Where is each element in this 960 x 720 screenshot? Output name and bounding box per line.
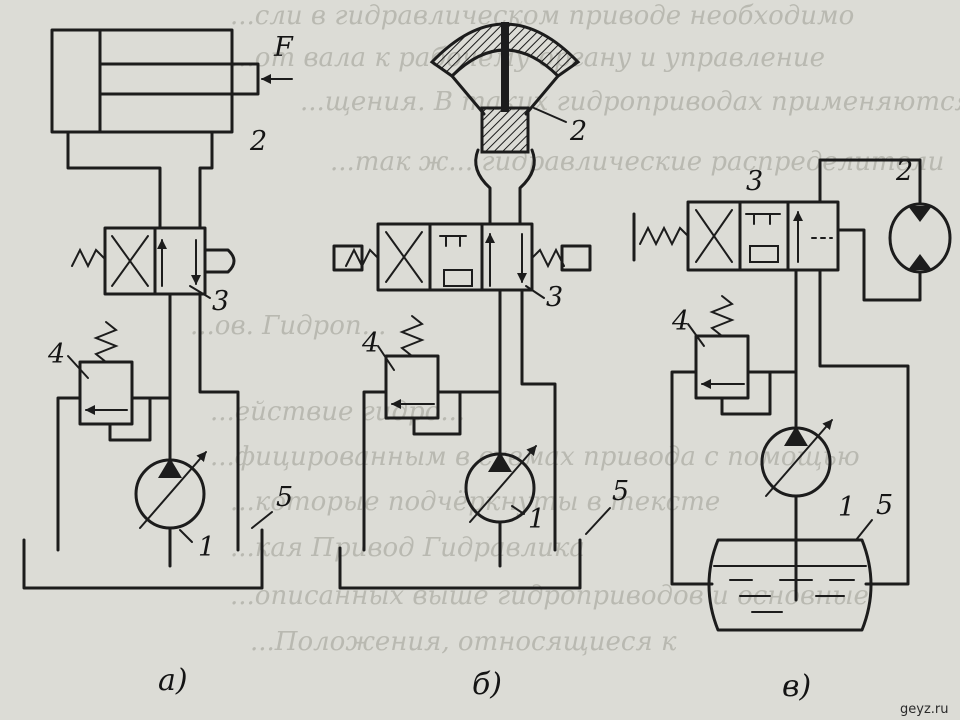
relief-pilot xyxy=(412,390,462,436)
pump-variable-arrow xyxy=(469,445,537,523)
relief-drain xyxy=(362,390,388,552)
scheme-c: 3 2 4 1 5 xyxy=(632,156,952,704)
bg-line: ...ействие гидро... xyxy=(210,397,465,427)
scheme-b: 2 3 4 xyxy=(332,22,629,702)
label-5: 5 xyxy=(612,476,629,507)
leader-1 xyxy=(179,529,193,543)
actuator-hub xyxy=(480,106,530,154)
valve-spring xyxy=(71,247,105,269)
bg-line: ...так ж... гидравлические распределител… xyxy=(330,147,944,177)
cylinder-rod xyxy=(98,62,260,96)
force-label: F xyxy=(273,32,294,63)
valve-block-bottom xyxy=(749,245,779,263)
valve-cross-2 xyxy=(695,209,733,263)
label-2: 2 xyxy=(569,116,587,147)
label-3: 3 xyxy=(546,282,563,313)
label-3: 3 xyxy=(212,286,229,317)
relief-drain xyxy=(670,370,714,586)
relief-drain xyxy=(56,396,82,552)
label-4: 4 xyxy=(47,339,65,370)
leader-5 xyxy=(585,507,611,535)
label-2: 2 xyxy=(895,156,913,187)
watermark: geyz.ru xyxy=(900,702,948,717)
label-5: 5 xyxy=(276,482,293,513)
bg-line: ...описанных выше гидроприводов и основн… xyxy=(230,581,869,611)
bg-line: ...сли в гидравлическом приводе необходи… xyxy=(230,1,854,31)
label-5: 5 xyxy=(876,490,893,521)
leader-5 xyxy=(251,511,273,529)
leader-1 xyxy=(511,505,525,515)
leader-4 xyxy=(687,323,705,347)
pump-variable-arrow xyxy=(139,451,207,529)
pump-triangle xyxy=(784,426,808,446)
motor-triangle-top xyxy=(908,206,932,222)
pipe-return xyxy=(818,268,910,586)
pipe-return xyxy=(198,292,240,552)
scheme-a: F 2 3 4 1 5 xyxy=(22,28,294,698)
valve-actuator xyxy=(203,248,236,274)
pipe-return xyxy=(520,288,557,552)
valve-spring xyxy=(639,225,689,247)
label-4: 4 xyxy=(671,306,689,337)
relief-pilot xyxy=(720,370,772,416)
leader-4 xyxy=(67,355,89,379)
closed-tank xyxy=(707,538,873,632)
pipe-cylinder-port-right xyxy=(198,130,214,230)
actuator-wall-left xyxy=(450,74,486,116)
pipe-motor-top xyxy=(818,158,922,206)
tank xyxy=(22,528,264,590)
relief-pilot xyxy=(108,396,152,442)
hydraulic-cylinder xyxy=(50,28,234,134)
directional-valve xyxy=(376,222,534,292)
caption-a: а) xyxy=(158,663,188,698)
motor-triangle-bottom xyxy=(908,254,932,270)
bg-line: ...ов. Гидроп... xyxy=(190,311,386,341)
caption-b: б) xyxy=(472,667,502,702)
relief-valve xyxy=(78,360,134,426)
relief-spring xyxy=(709,295,735,337)
relief-spring xyxy=(93,321,119,363)
label-1: 1 xyxy=(198,532,215,563)
bg-line: ...Положения, относящиеся к xyxy=(250,627,677,657)
label-1: 1 xyxy=(838,492,855,523)
leader-2 xyxy=(533,107,567,123)
valve-cross-2 xyxy=(111,235,149,287)
leader-4 xyxy=(377,345,395,371)
leader-3 xyxy=(189,285,211,299)
leader-3 xyxy=(525,285,545,299)
valve-block-bottom xyxy=(443,269,473,287)
pipe-cylinder-port-left xyxy=(66,130,162,230)
label-2: 2 xyxy=(249,126,267,157)
relief-spring xyxy=(399,315,425,357)
pump-variable-arrow xyxy=(765,419,833,497)
tank xyxy=(338,538,582,590)
bg-line: ...кая Привод Гидравлика xyxy=(230,533,585,563)
label-1: 1 xyxy=(528,504,545,535)
pipe-actuator-right xyxy=(518,148,536,226)
pipe-actuator-left xyxy=(474,148,492,226)
valve-actuator-right xyxy=(560,244,592,272)
label-3: 3 xyxy=(746,166,763,197)
pump-triangle xyxy=(488,452,512,472)
pipe-motor-bottom xyxy=(836,228,922,302)
valve-actuator-left xyxy=(332,244,364,272)
valve-cross-2 xyxy=(385,231,423,283)
pump-triangle xyxy=(158,458,182,478)
directional-valve xyxy=(686,200,840,272)
actuator-wall-right xyxy=(524,74,560,116)
label-4: 4 xyxy=(361,328,379,359)
leader-5 xyxy=(855,519,873,541)
caption-c: в) xyxy=(782,669,811,704)
background-text: ...сли в гидравлическом приводе необходи… xyxy=(190,1,960,657)
valve-spring-right xyxy=(531,247,565,269)
bg-line: ...щения. В таких гидроприводах применяю… xyxy=(300,87,960,117)
